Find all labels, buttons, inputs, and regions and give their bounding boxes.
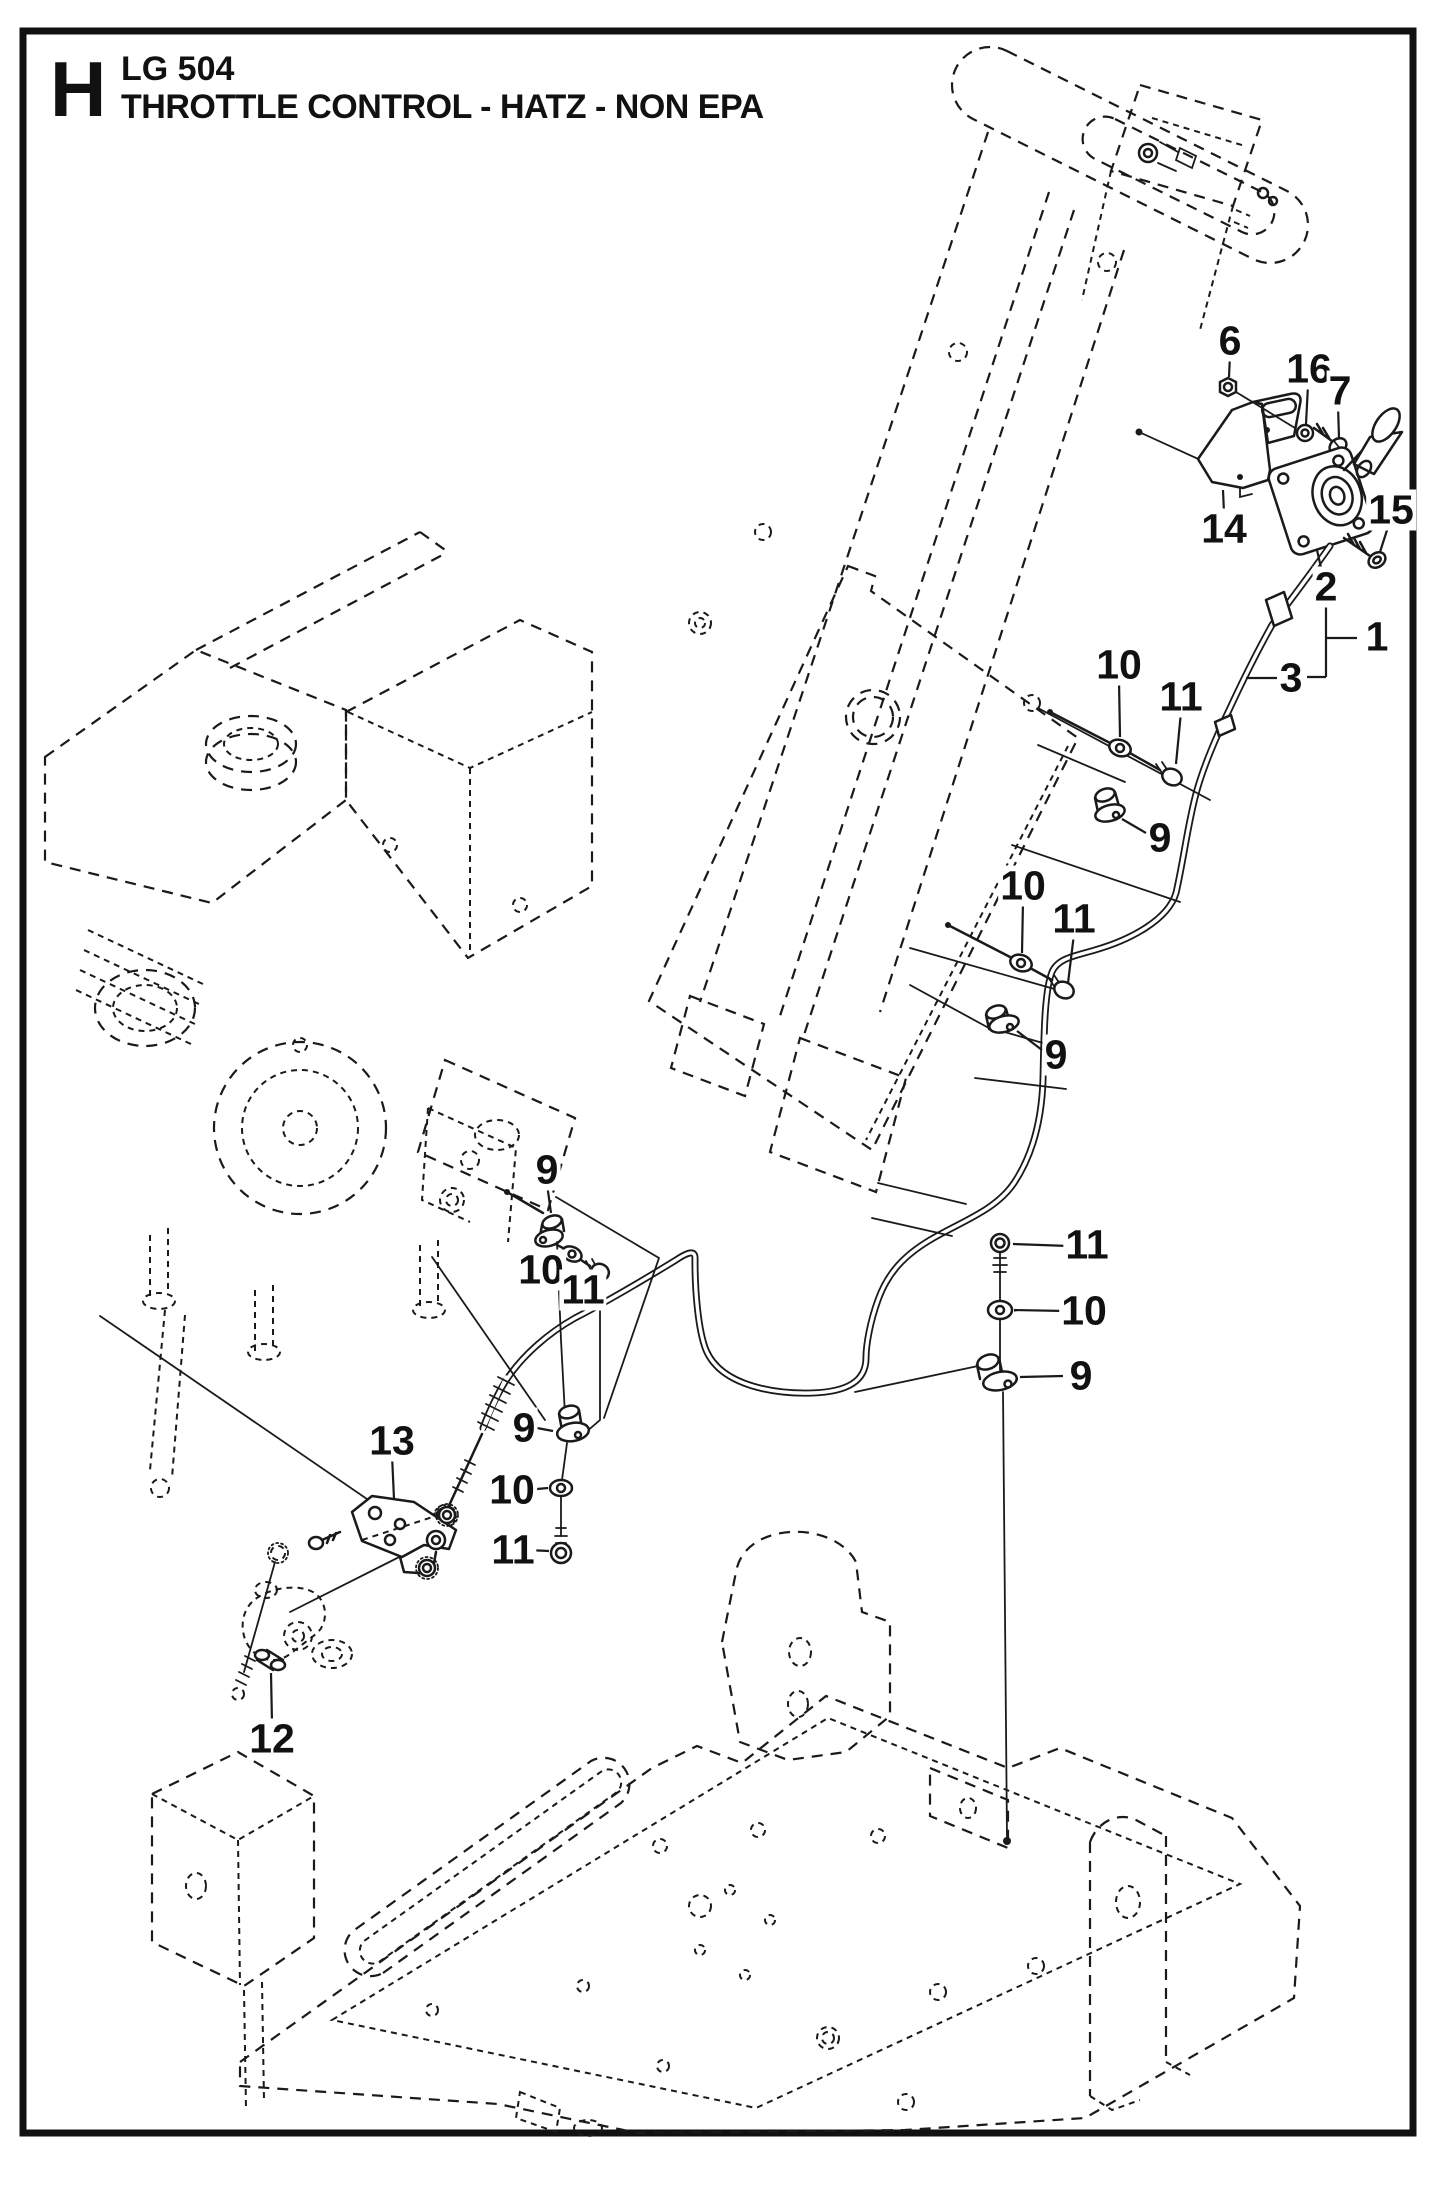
- clamp-cluster-lower: [548, 1404, 591, 1565]
- callout-11: 11: [489, 1526, 537, 1573]
- cable-clamp-9-right: [975, 1353, 1018, 1392]
- chassis-left-pillar: [150, 1750, 316, 1988]
- governor-lever-12: [231, 1542, 353, 1701]
- callout-11: 11: [1050, 895, 1098, 942]
- column-fork-right: [768, 1036, 908, 1194]
- cable-clamp-9-upper: [1093, 787, 1126, 823]
- throttle-lever-knob: [1342, 407, 1404, 479]
- callout-16: 16: [1284, 345, 1334, 392]
- clamp-cluster-upper: [1011, 707, 1211, 903]
- clamp-cluster-engine: [431, 1189, 660, 1434]
- callout-10: 10: [1094, 641, 1144, 688]
- column-fork-left: [669, 994, 766, 1098]
- model-number: LG 504: [121, 50, 235, 88]
- flywheel: [212, 1040, 388, 1216]
- callout-9: 9: [533, 1146, 561, 1193]
- callout-10: 10: [487, 1466, 537, 1513]
- bracket-13: [99, 1315, 459, 1613]
- cable-adjuster: [1264, 590, 1294, 628]
- bracket-14: [1196, 392, 1302, 499]
- callout-11: 11: [1063, 1221, 1111, 1268]
- steering-column: [669, 131, 1126, 1194]
- screw-15: [1342, 532, 1387, 569]
- muffler: [416, 1058, 577, 1212]
- engine-shroud: [344, 618, 594, 960]
- callout-7: 7: [1326, 367, 1354, 414]
- cable-spring: [477, 1375, 515, 1434]
- callout-11: 11: [559, 1266, 607, 1313]
- callout-3: 3: [1277, 654, 1305, 701]
- callout-6: 6: [1216, 317, 1244, 364]
- callout-9: 9: [1042, 1031, 1070, 1078]
- callout-10: 10: [516, 1246, 566, 1293]
- cable-clamp-9-mid: [984, 1004, 1020, 1034]
- chassis-slot: [343, 1756, 631, 1978]
- page-title: THROTTLE CONTROL - HATZ - NON EPA: [121, 88, 764, 126]
- top-bracket-box: [1081, 83, 1279, 331]
- lever-pin: [253, 1648, 287, 1672]
- callout-15: 15: [1366, 486, 1416, 533]
- leader-lines: [269, 354, 1391, 1724]
- section-letter: H: [50, 45, 107, 133]
- handlebar-clamp-detail: [1137, 141, 1198, 172]
- cable-clamp-9-lower: [555, 1404, 591, 1443]
- lever-bolt: [231, 1542, 289, 1701]
- handlebar: [950, 45, 1310, 265]
- callout-12: 12: [247, 1715, 297, 1762]
- bracket-13-screw: [307, 1530, 342, 1551]
- engine: [43, 531, 594, 1498]
- callout-13: 13: [367, 1417, 417, 1464]
- nut-6: [1218, 376, 1296, 429]
- callout-10: 10: [1059, 1287, 1109, 1334]
- throttle-cable: [433, 542, 1334, 1528]
- throttle-body-2: [1267, 446, 1375, 556]
- callout-2: 2: [1312, 563, 1340, 610]
- washer-16: [1295, 423, 1315, 443]
- callout-10: 10: [998, 862, 1048, 909]
- throttle-control-assembly: [1135, 376, 1404, 569]
- clamp-cluster-right: [854, 1182, 1018, 1845]
- cable-clamp-9-engine: [534, 1214, 566, 1248]
- callout-9: 9: [1146, 814, 1174, 861]
- chassis-tower: [720, 1530, 892, 1762]
- callout-14: 14: [1199, 505, 1249, 552]
- callout-9: 9: [510, 1404, 538, 1451]
- callout-1: 1: [1363, 613, 1391, 660]
- chassis-frame: [150, 1530, 1302, 2137]
- callout-9: 9: [1067, 1352, 1095, 1399]
- clamp-cluster-mid: [909, 922, 1075, 1090]
- bracket-13-locknut: [415, 1556, 439, 1580]
- callout-11: 11: [1157, 673, 1205, 720]
- console-plate: [647, 564, 1080, 1152]
- bracket-13-nut: [435, 1503, 459, 1527]
